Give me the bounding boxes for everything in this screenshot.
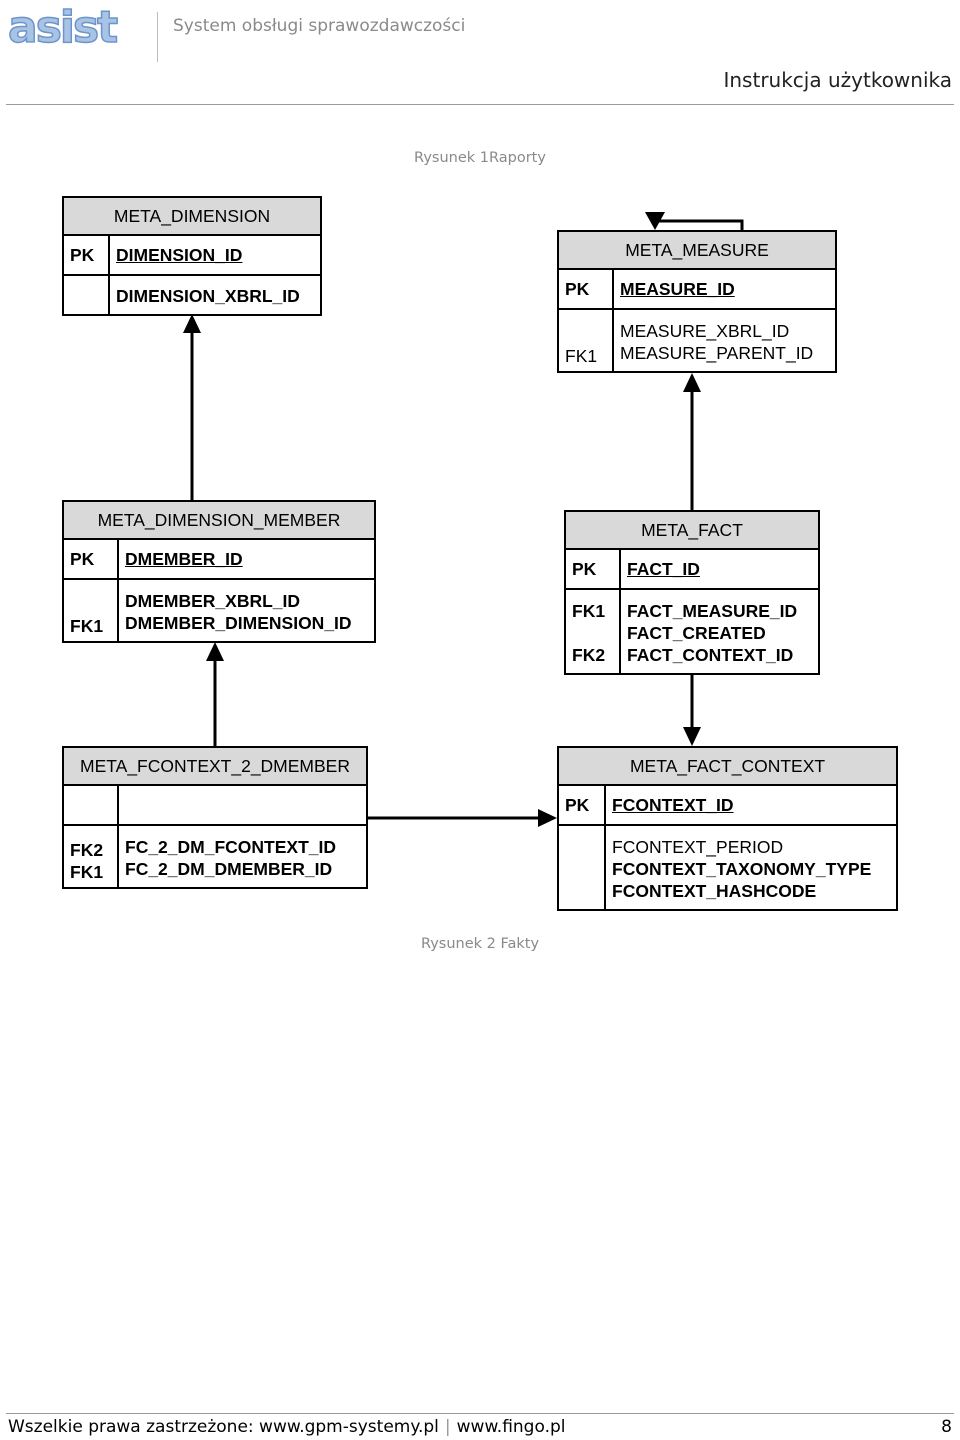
- field: FC_2_DM_FCONTEXT_ID: [125, 836, 337, 857]
- field: FCONTEXT_HASHCODE: [612, 880, 817, 901]
- footer-rights: Wszelkie prawa zastrzeżone: www.gpm-syst…: [8, 1417, 439, 1437]
- field: FACT_MEASURE_ID: [627, 600, 798, 621]
- fk-label: FK2: [572, 644, 606, 665]
- entity-meta-dimension: META_DIMENSION PK DIMENSION_ID DIMENSION…: [62, 196, 322, 316]
- arrowhead-up: [183, 314, 201, 333]
- arrowhead-up: [683, 373, 701, 392]
- system-title: System obsługi sprawozdawczości: [173, 16, 466, 36]
- entity-title: META_FCONTEXT_2_DMEMBER: [64, 748, 366, 786]
- footer-site: www.fingo.pl: [456, 1417, 566, 1437]
- fk-label: FK1: [70, 862, 104, 882]
- pk-label: PK: [559, 270, 614, 308]
- field: FCONTEXT_PERIOD: [612, 836, 784, 857]
- figure-caption-2: Rysunek 2 Fakty: [420, 936, 540, 952]
- pk-label: PK: [566, 550, 621, 588]
- header-separator: [157, 12, 158, 62]
- entity-meta-fcontext-2-dmember: META_FCONTEXT_2_DMEMBER FK2 FK1 FC_2_DM_…: [62, 746, 368, 889]
- arrowhead-up: [206, 642, 224, 661]
- field: FACT_CONTEXT_ID: [627, 644, 794, 665]
- svg-text:asist: asist: [8, 2, 118, 50]
- arrowhead-down: [683, 727, 701, 746]
- entity-meta-dimension-member: META_DIMENSION_MEMBER PK DMEMBER_ID FK1 …: [62, 500, 376, 643]
- page-number: 8: [941, 1417, 952, 1437]
- pk-field: DIMENSION_ID: [116, 245, 243, 265]
- footer-rule: [6, 1413, 954, 1414]
- header-rule: [6, 104, 954, 105]
- fk-label: FK1: [70, 616, 104, 636]
- field: DIMENSION_XBRL_ID: [116, 286, 300, 306]
- entity-title: META_DIMENSION: [64, 198, 320, 236]
- manual-title: Instrukcja użytkownika: [723, 68, 952, 92]
- field: FC_2_DM_DMEMBER_ID: [125, 858, 333, 879]
- entity-meta-fact: META_FACT PK FACT_ID FK1 FK2 FACT_MEASUR…: [564, 510, 820, 675]
- asist-logo: asist: [7, 2, 121, 50]
- entity-meta-measure: META_MEASURE PK MEASURE_ID FK1 MEASURE_X…: [557, 230, 837, 373]
- figure-caption-1: Rysunek 1Raporty: [414, 150, 546, 166]
- arrowhead-right: [538, 809, 557, 827]
- fk-label: FK1: [572, 600, 606, 621]
- arrowhead-down: [645, 212, 665, 230]
- pk-field: DMEMBER_ID: [125, 549, 243, 569]
- fk-label: FK1: [565, 346, 598, 366]
- entity-title: META_FACT_CONTEXT: [559, 748, 896, 786]
- entity-title: META_DIMENSION_MEMBER: [64, 502, 374, 540]
- field: MEASURE_PARENT_ID: [620, 342, 814, 363]
- entity-title: META_FACT: [566, 512, 818, 550]
- field: FCONTEXT_TAXONOMY_TYPE: [612, 858, 872, 879]
- field: DMEMBER_DIMENSION_ID: [125, 612, 352, 633]
- pk-field: MEASURE_ID: [620, 279, 735, 299]
- fk-label: FK2: [70, 840, 104, 860]
- entity-meta-fact-context: META_FACT_CONTEXT PK FCONTEXT_ID FCONTEX…: [557, 746, 898, 911]
- pk-field: FCONTEXT_ID: [612, 795, 734, 815]
- pk-label: PK: [64, 236, 110, 274]
- pk-label: PK: [64, 540, 119, 578]
- pk-label: PK: [559, 786, 606, 824]
- pk-field: FACT_ID: [627, 559, 700, 579]
- footer-text: Wszelkie prawa zastrzeżone: www.gpm-syst…: [8, 1417, 566, 1437]
- relation-measure-self: [655, 219, 744, 230]
- field: FACT_CREATED: [627, 622, 766, 643]
- entity-title: META_MEASURE: [559, 232, 835, 270]
- field: MEASURE_XBRL_ID: [620, 320, 790, 341]
- field: DMEMBER_XBRL_ID: [125, 590, 301, 611]
